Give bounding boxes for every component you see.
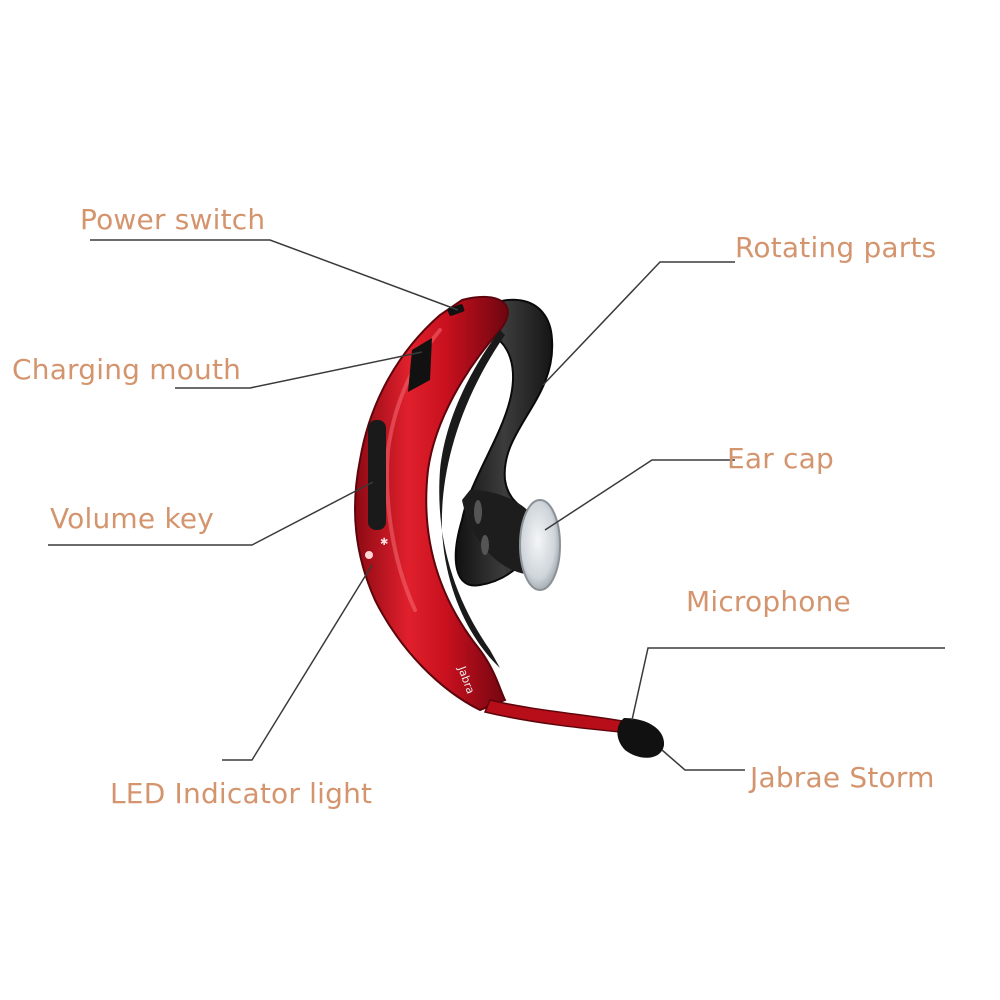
leader-line-charging-mouth bbox=[175, 351, 423, 389]
label-charging-mouth: Charging mouth bbox=[12, 353, 242, 386]
leader-line-ear-cap bbox=[544, 459, 735, 531]
volume-key bbox=[368, 420, 386, 530]
leader-line-microphone bbox=[631, 647, 945, 721]
microphone-boom bbox=[483, 699, 643, 735]
leader-line-model bbox=[661, 749, 745, 771]
leader-line-power-switch bbox=[90, 239, 459, 311]
label-led-indicator: LED Indicator light bbox=[110, 777, 373, 810]
label-microphone: Microphone bbox=[686, 585, 851, 618]
led-indicator bbox=[365, 551, 373, 559]
leader-line-volume-key bbox=[48, 481, 374, 546]
label-ear-cap: Ear cap bbox=[727, 442, 834, 475]
leader-line-led bbox=[222, 564, 373, 761]
charging-port bbox=[408, 338, 432, 392]
bluetooth-icon: ✱ bbox=[380, 537, 388, 548]
label-power-switch: Power switch bbox=[80, 203, 266, 236]
microphone-tip bbox=[617, 718, 665, 758]
ear-bud-vent bbox=[481, 535, 489, 555]
body-inner-edge bbox=[439, 330, 505, 668]
ear-cap bbox=[519, 499, 561, 591]
ear-bud-vent bbox=[474, 500, 482, 524]
headset-body bbox=[354, 295, 509, 712]
leader-line-rotating-parts bbox=[542, 261, 735, 386]
label-model-name: Jabrae Storm bbox=[750, 761, 935, 794]
label-volume-key: Volume key bbox=[50, 502, 215, 535]
label-rotating-parts: Rotating parts bbox=[735, 231, 937, 264]
